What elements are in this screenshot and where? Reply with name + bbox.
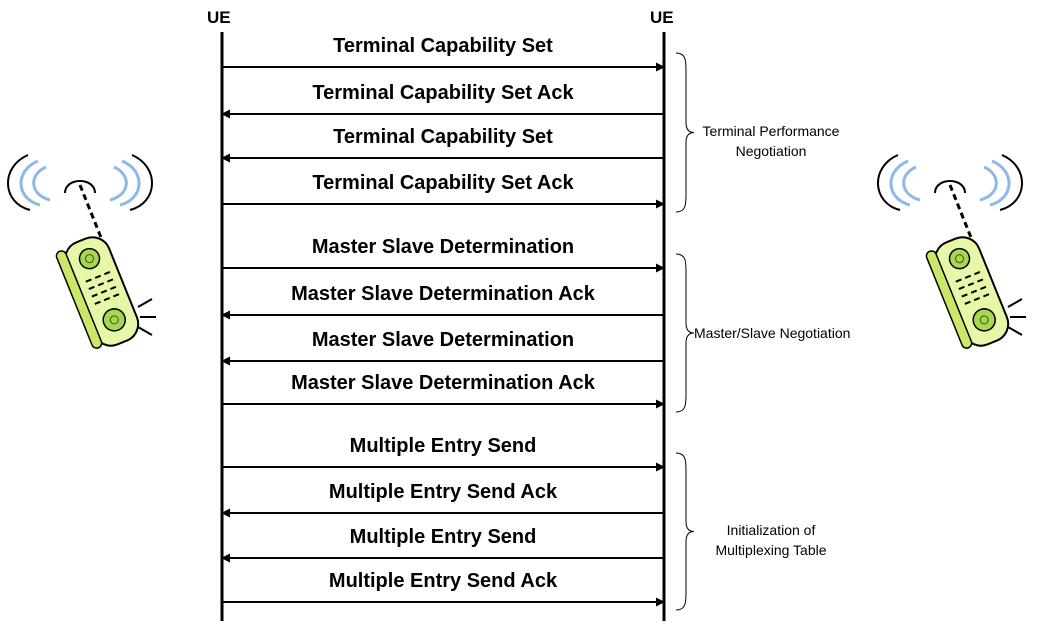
message-arrows <box>221 62 665 607</box>
phase-brace <box>675 253 695 413</box>
left-ue-label: UE <box>207 8 231 27</box>
phase-label-line: Multiplexing Table <box>715 541 827 558</box>
message-label: Terminal Capability Set <box>333 35 553 57</box>
phase-brace <box>675 52 695 213</box>
message-label: Multiple Entry Send Ack <box>328 570 558 592</box>
phase-label-line: Terminal Performance <box>702 122 840 139</box>
phase-label-line: Initialization of <box>726 521 816 538</box>
message-label: Multiple Entry Send <box>349 435 537 457</box>
phase-brace <box>675 452 695 611</box>
right-ue-label: UE <box>650 8 674 27</box>
message-label: Terminal Capability Set <box>333 126 553 148</box>
message-label: Multiple Entry Send Ack <box>328 481 558 503</box>
message-label: Terminal Capability Set Ack <box>312 82 574 104</box>
message-label: Terminal Capability Set Ack <box>312 172 574 194</box>
phase-label: Master/Slave Negotiation <box>694 323 924 343</box>
message-label: Master Slave Determination Ack <box>291 283 595 305</box>
message-label: Master Slave Determination <box>311 329 575 351</box>
phase-braces <box>675 52 695 611</box>
phase-label-line: Master/Slave Negotiation <box>694 325 851 341</box>
left-mobile-phone-icon <box>6 153 158 355</box>
message-label: Multiple Entry Send <box>349 526 537 548</box>
message-label: Master Slave Determination Ack <box>291 372 595 394</box>
phase-label: Initialization of Multiplexing Table <box>646 520 896 560</box>
phase-label-line: Negotiation <box>735 142 807 159</box>
message-label: Master Slave Determination <box>311 236 575 258</box>
